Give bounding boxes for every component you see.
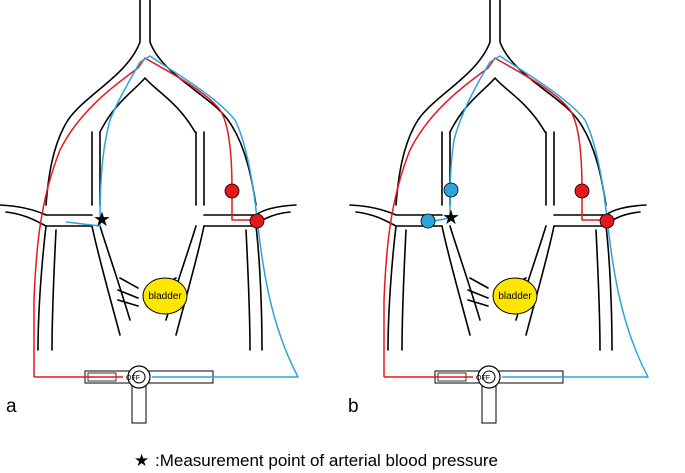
bladder — [492, 277, 538, 315]
stopcock-off-label: OFF — [476, 375, 490, 382]
legend: ★ :Measurement point of arterial blood p… — [134, 451, 498, 471]
panel-a: ★ bladder OFF a — [0, 0, 299, 424]
arterial-line — [33, 57, 258, 377]
measurement-star-icon: ★ — [93, 207, 111, 231]
measurement-star-icon: ★ — [442, 205, 460, 229]
arterial-line — [383, 57, 608, 377]
blue-occluder — [420, 213, 436, 229]
red-occluder — [249, 213, 265, 229]
panel-label-a: a — [6, 396, 17, 417]
bladder-label: bladder — [498, 291, 532, 302]
venous-line — [65, 55, 299, 378]
legend-text: :Measurement point of arterial blood pre… — [155, 451, 498, 470]
panel-b: ★ bladder OFF b — [348, 0, 649, 424]
blue-occluder — [443, 182, 459, 198]
bladder-label: bladder — [148, 291, 182, 302]
red-occluder — [574, 183, 590, 199]
panel-label-b: b — [348, 396, 359, 417]
venous-line — [427, 55, 649, 378]
stopcock-off-label: OFF — [126, 375, 140, 382]
red-occluder — [599, 213, 615, 229]
red-occluder — [224, 183, 240, 199]
legend-star-icon: ★ — [134, 451, 149, 471]
bladder — [142, 277, 188, 315]
